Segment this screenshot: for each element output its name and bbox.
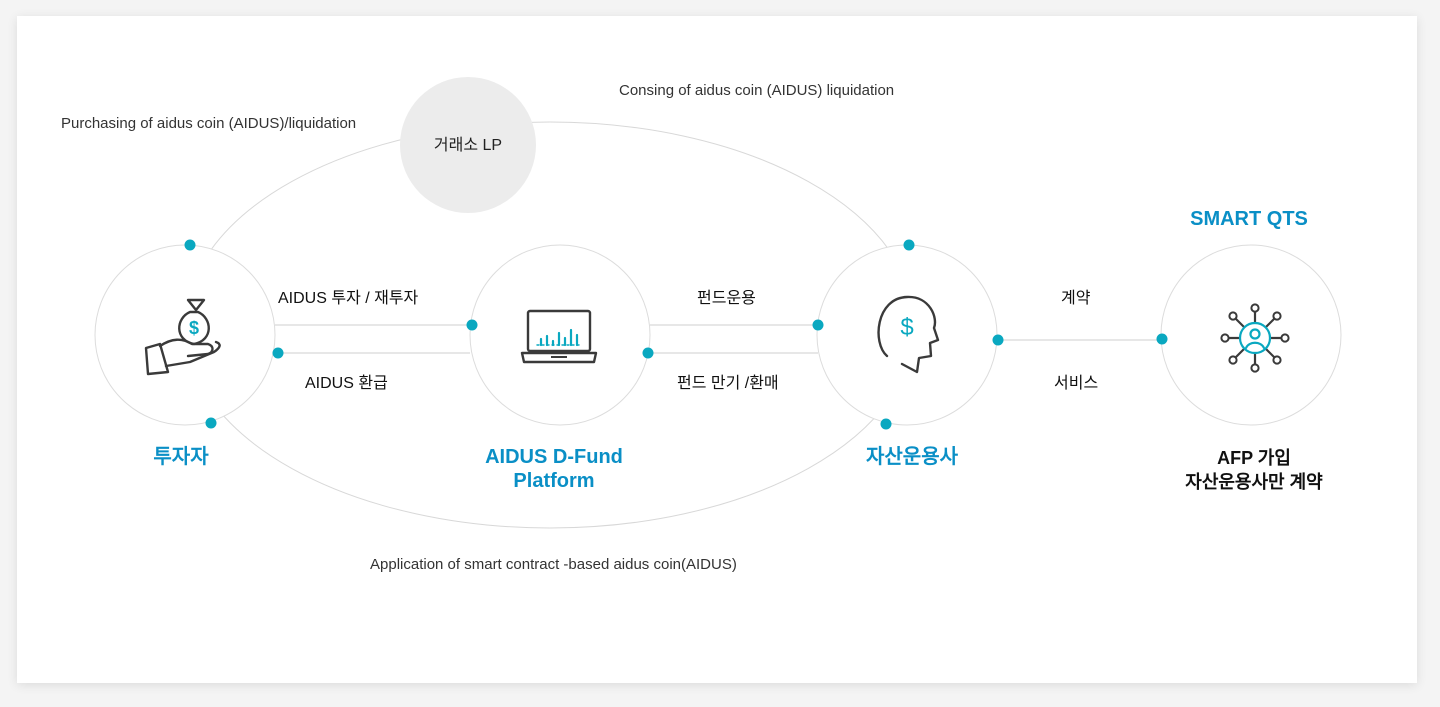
dot-asset-top bbox=[903, 239, 915, 251]
platform-label-line1: AIDUS D-Fund bbox=[485, 446, 623, 468]
svg-text:$: $ bbox=[900, 314, 913, 341]
money-bag-hand-icon: $ bbox=[144, 298, 221, 376]
smart-qts-label: AFP 가입 자산운용사만 계약 bbox=[1185, 446, 1322, 494]
investor-circle bbox=[94, 244, 276, 426]
exchange-lp-label: 거래소 LP bbox=[433, 137, 503, 154]
svg-text:$: $ bbox=[189, 318, 199, 338]
dot-investor-top bbox=[184, 239, 196, 251]
contract-label: 계약 bbox=[1061, 290, 1091, 307]
exchange-lp-circle bbox=[400, 77, 536, 213]
fund-operation-label: 펀드운용 bbox=[697, 290, 756, 307]
dot-platform-right bbox=[642, 347, 654, 359]
dot-asset-right bbox=[992, 334, 1004, 346]
platform-label-line2: Platform bbox=[513, 470, 595, 492]
smart-qts-label-line1: AFP 가입 bbox=[1217, 448, 1291, 468]
network-user-icon bbox=[1220, 303, 1290, 373]
smart-qts-title: SMART QTS bbox=[1190, 208, 1308, 230]
consing-caption: Consing of aidus coin (AIDUS) liquidatio… bbox=[619, 82, 895, 99]
dot-qts-left bbox=[1156, 333, 1168, 345]
refund-label: AIDUS 환급 bbox=[305, 375, 388, 392]
laptop-chart-icon bbox=[520, 309, 598, 364]
head-dollar-icon: $ bbox=[877, 295, 940, 374]
service-label: 서비스 bbox=[1054, 375, 1099, 392]
asset-manager-label: 자산운용사 bbox=[866, 446, 958, 468]
dot-asset-bottom bbox=[880, 418, 892, 430]
invest-label: AIDUS 투자 / 재투자 bbox=[278, 290, 419, 307]
application-caption: Application of smart contract -based aid… bbox=[370, 556, 737, 573]
purchase-caption: Purchasing of aidus coin (AIDUS)/liquida… bbox=[61, 115, 357, 132]
dot-investor-right bbox=[272, 347, 284, 359]
dot-platform-left bbox=[466, 319, 478, 331]
fund-maturity-label: 펀드 만기 /환매 bbox=[677, 375, 779, 392]
smart-qts-label-line2: 자산운용사만 계약 bbox=[1185, 472, 1323, 492]
dot-asset-left bbox=[812, 319, 824, 331]
dot-investor-bottom bbox=[205, 417, 217, 429]
investor-label: 투자자 bbox=[153, 446, 209, 468]
platform-label: AIDUS D-Fund Platform bbox=[485, 445, 623, 493]
